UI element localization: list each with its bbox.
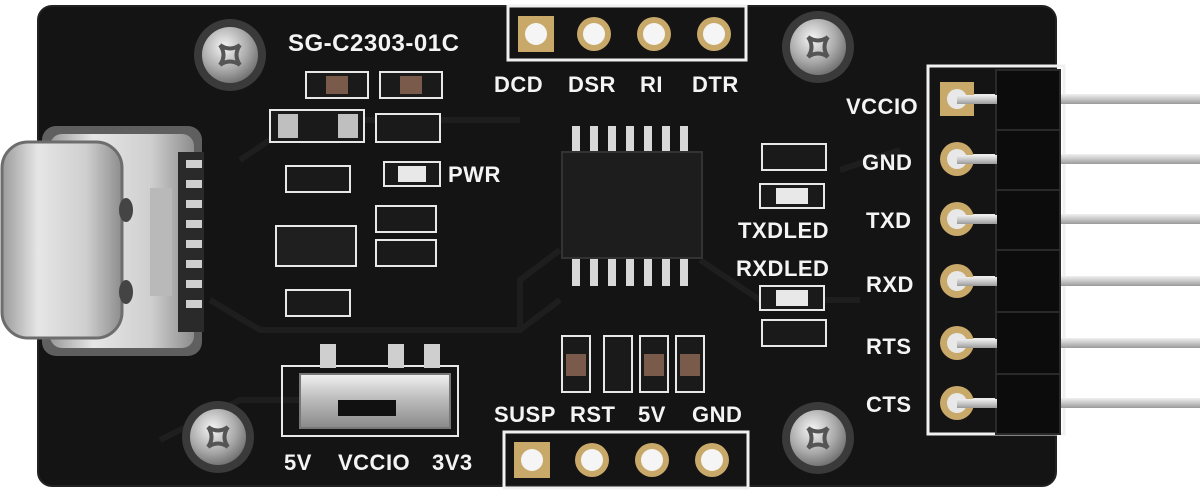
- switch-label-3v3: 3V3: [432, 450, 473, 475]
- pin-label-5v: 5V: [638, 402, 666, 427]
- pin-label-dcd: DCD: [494, 72, 544, 97]
- pin-label-dsr: DSR: [568, 72, 616, 97]
- pin-label-gnd-bottom: GND: [692, 402, 743, 427]
- smd-components: [269, 71, 827, 393]
- pin-label-dtr: DTR: [692, 72, 739, 97]
- tx-led-label: TXDLED: [738, 218, 829, 243]
- pin-label-rst: RST: [570, 402, 616, 427]
- pin-label-susp: SUSP: [494, 402, 556, 427]
- top-pin-header: [506, 4, 748, 62]
- switch-label-vccio: VCCIO: [338, 450, 411, 475]
- pin-label-vccio: VCCIO: [846, 94, 919, 119]
- bottom-pin-header: [502, 430, 750, 490]
- side-pin-header: [926, 64, 1200, 436]
- pin-label-gnd-side: GND: [862, 150, 913, 175]
- pin-label-cts: CTS: [866, 392, 912, 417]
- pin-label-rxd: RXD: [866, 272, 914, 297]
- voltage-slide-switch: [281, 344, 459, 437]
- switch-label-5v: 5V: [284, 450, 312, 475]
- pin-label-ri: RI: [640, 72, 663, 97]
- power-led-label: PWR: [448, 162, 501, 187]
- usb-uart-chip: [561, 126, 703, 286]
- pin-label-rts: RTS: [866, 334, 912, 359]
- board-model-label: SG-C2303-01C: [288, 30, 460, 57]
- pin-label-txd: TXD: [866, 208, 912, 233]
- usb-c-connector: [0, 126, 204, 356]
- mounting-screws: [182, 11, 854, 474]
- rx-led-label: RXDLED: [736, 256, 830, 281]
